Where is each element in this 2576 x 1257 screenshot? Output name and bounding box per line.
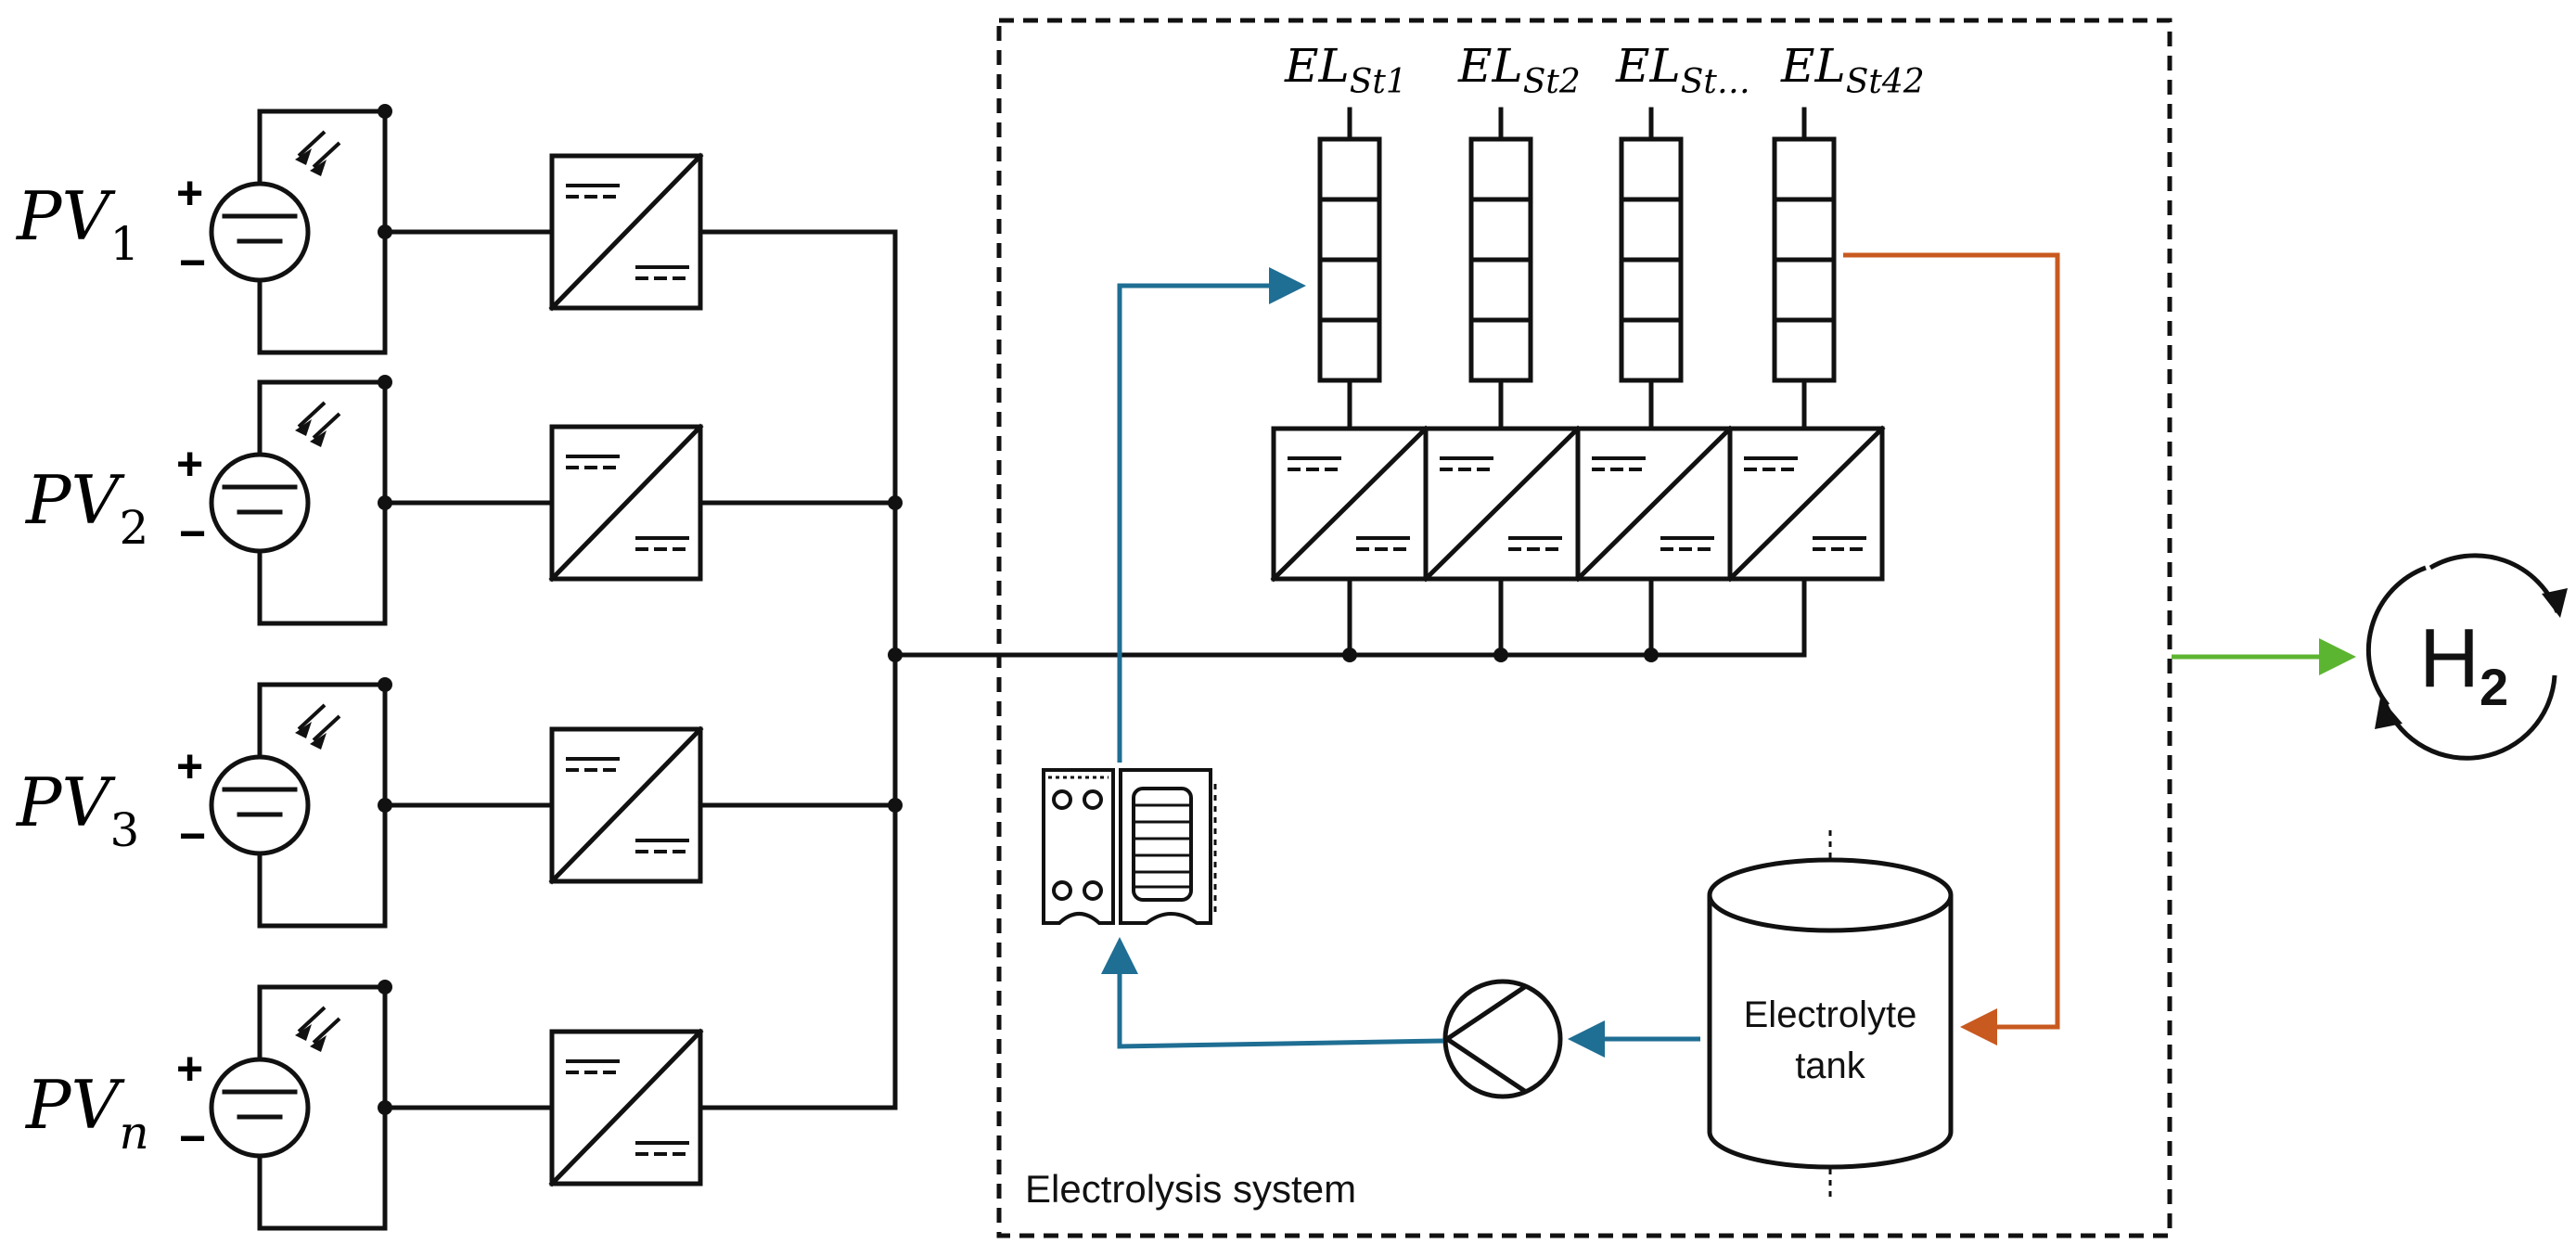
heat-exchanger-to-stacks-line [1117,267,1306,763]
stack-label-2: ELSt2 [1457,39,1581,101]
pv-minus-2: − [179,507,206,559]
tank-label-line1: Electrolyte [1744,994,1917,1035]
pump-icon [1442,979,1563,1099]
pv-source-icon: + − [176,682,388,929]
dc-dc-converter-icon [548,423,704,583]
hydrogen-cycle-icon: H2 [2365,553,2568,761]
electrolysis-system-boundary [996,18,2172,1238]
pv-plus-n: + [176,1043,203,1095]
stack-label-2-base: EL [1457,39,1523,93]
pv-row-3: PV3 + − [15,677,903,929]
stack-3: ELSt… [1574,39,1750,658]
pv-row-n: PVn + − [24,980,898,1231]
stack-label-1-sub: St1 [1350,63,1407,101]
pump-to-heat-exchanger-line [1101,937,1444,1049]
electrolyte-return-line [1843,252,2060,1045]
pv-label-n-base: PV [24,1066,125,1144]
pv-plus-2: + [176,438,203,490]
hydrogen-label-sub: 2 [2480,658,2508,716]
tank-icon: Electrolyte tank [1707,830,1954,1197]
stack-label-1-base: EL [1284,39,1350,93]
stack-42: ELSt42 [1726,39,1925,658]
pv-source-icon: + − [176,379,388,626]
dc-dc-converter-icon [1270,425,1429,583]
stack-label-2-sub: St2 [1523,63,1581,101]
stack-label-1: ELSt1 [1284,39,1407,101]
pv-minus-1: − [179,237,206,289]
pv-row-1: PV1 + − [15,104,898,355]
pv-label-n-sub: n [119,1106,148,1160]
pv-label-3-sub: 3 [109,803,139,857]
tank-label-line2: tank [1795,1045,1866,1086]
stack-label-42-base: EL [1780,39,1846,93]
heat-exchanger-icon [1042,768,1217,925]
stack-1: ELSt1 [1270,39,1429,658]
dc-dc-converter-icon [1574,425,1734,583]
stack-label-42: ELSt42 [1780,39,1925,101]
dc-dc-converter-icon [548,152,704,312]
pv-label-2: PV2 [24,461,148,555]
dc-dc-converter-icon [548,1028,704,1187]
pv-label-1-sub: 1 [109,217,139,271]
electrolysis-system-label: Electrolysis system [1025,1167,1356,1211]
hydrogen-label: H2 [2419,612,2508,716]
pv-label-2-base: PV [24,461,125,539]
pv-plus-3: + [176,740,203,792]
stack-2: ELSt2 [1422,39,1582,658]
dc-dc-converter-icon [1726,425,1886,583]
dc-dc-converter-icon [548,725,704,885]
pv-label-1: PV1 [15,177,139,271]
pv-label-2-sub: 2 [119,501,148,555]
dc-dc-converter-icon [1422,425,1582,583]
stack-label-3: ELSt… [1615,39,1750,101]
pv-minus-3: − [179,810,206,862]
pv-label-3-base: PV [15,763,116,841]
pv-label-1-base: PV [15,177,116,255]
pv-label-n: PVn [24,1066,149,1160]
stack-label-42-sub: St42 [1846,63,1925,101]
stack-label-3-base: EL [1615,39,1681,93]
hydrogen-label-base: H [2419,612,2480,705]
pv-source-icon: + − [176,109,388,355]
pv-source-icon: + − [176,984,388,1231]
pv-row-2: PV2 + − [24,375,903,626]
stack-label-3-sub: St… [1681,63,1750,101]
pv-label-3: PV3 [15,763,139,857]
pv-minus-n: − [179,1112,206,1164]
pv-plus-1: + [176,167,203,219]
